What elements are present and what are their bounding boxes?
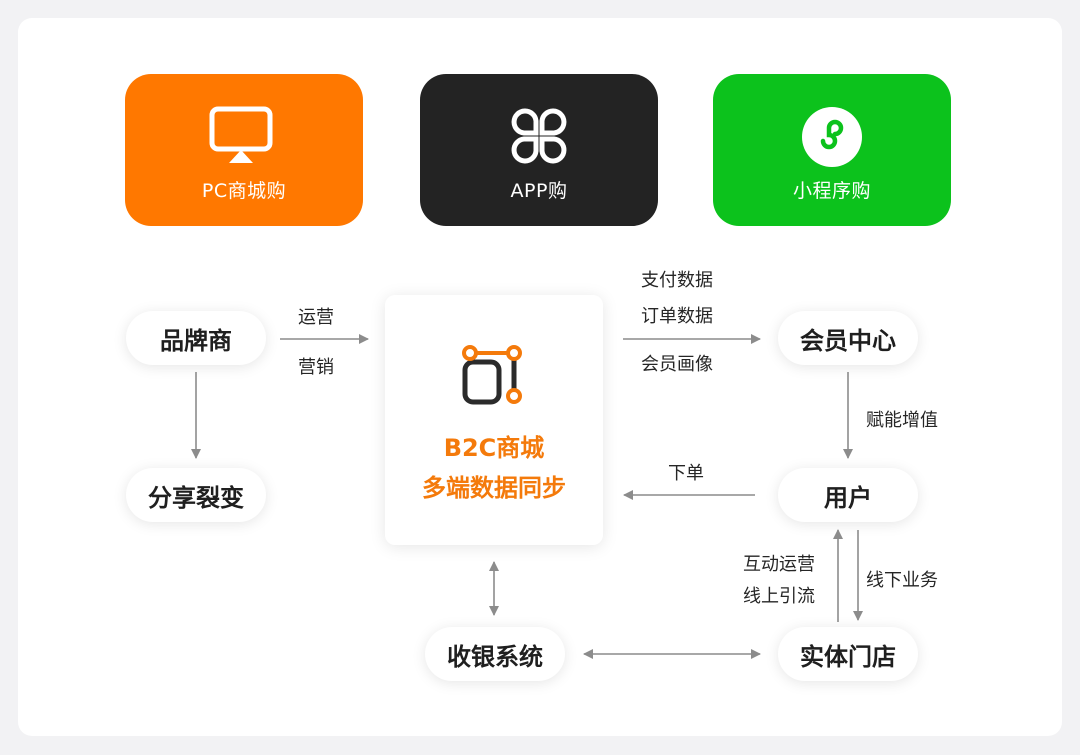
channel-miniprogram-label: 小程序购 <box>792 180 871 202</box>
mini-program-icon <box>802 107 862 167</box>
node-member: 会员中心 <box>778 311 918 365</box>
edge-label-marketing: 营销 <box>298 357 334 378</box>
center-title-line1: B2C商城 <box>443 434 545 462</box>
node-share: 分享裂变 <box>126 468 266 522</box>
edge-label-payment-data: 支付数据 <box>641 270 713 291</box>
channel-miniprogram: 小程序购 <box>713 74 951 226</box>
channel-pc: PC商城购 <box>125 74 363 226</box>
channel-app: APP购 <box>420 74 658 226</box>
edge-label-interactive: 互动运营 <box>743 554 815 575</box>
center-title-line2: 多端数据同步 <box>422 474 566 502</box>
node-pos: 收银系统 <box>425 627 565 681</box>
app-grid-icon <box>511 108 567 164</box>
node-user: 用户 <box>778 468 918 522</box>
edge-label-operate: 运营 <box>298 307 334 328</box>
edge-label-traffic: 线上引流 <box>743 586 815 607</box>
channel-pc-label: PC商城购 <box>201 180 287 202</box>
edge-label-order-data: 订单数据 <box>641 306 713 327</box>
edge-label-member-profile: 会员画像 <box>641 354 713 375</box>
node-brand: 品牌商 <box>126 311 266 365</box>
node-store: 实体门店 <box>778 627 918 681</box>
edge-label-order: 下单 <box>668 463 704 484</box>
edge-label-offline: 线下业务 <box>866 570 938 591</box>
edge-label-empower: 赋能增值 <box>866 410 938 431</box>
channel-app-label: APP购 <box>510 180 568 202</box>
b2c-center-box <box>385 295 603 545</box>
monitor-icon <box>209 106 273 163</box>
b2c-sync-icon <box>462 345 522 405</box>
